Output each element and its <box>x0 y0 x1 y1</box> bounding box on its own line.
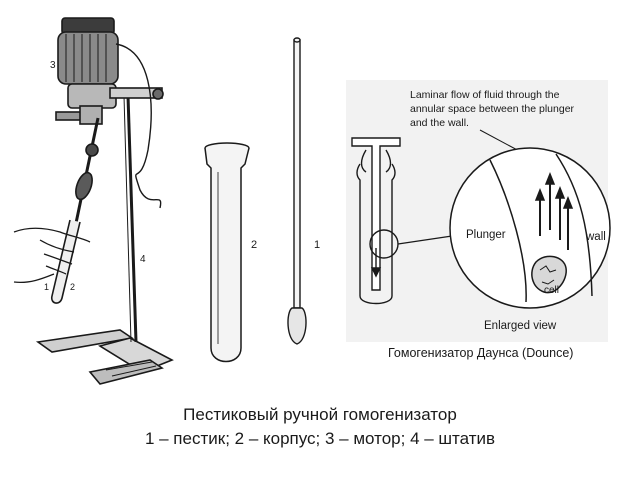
label-motor-number: 3 <box>50 60 56 71</box>
stand-rod <box>123 95 138 343</box>
label-hand-tube-number: 2 <box>70 282 75 292</box>
cell-label: cell <box>544 285 559 296</box>
pestle <box>287 37 307 345</box>
power-cord <box>115 43 162 209</box>
dounce-small <box>351 137 401 305</box>
wall-label: wall <box>585 231 606 243</box>
figure-caption: Пестиковый ручной гомогенизатор 1 – пест… <box>0 403 640 451</box>
plunger-label: Plunger <box>466 229 506 241</box>
label-pestle-number: 1 <box>314 239 320 251</box>
dounce-caption: Гомогенизатор Даунса (Dounce) <box>388 346 574 360</box>
stand-base <box>35 329 174 385</box>
dounce-note-line1: Laminar flow of fluid through the <box>410 89 560 101</box>
hand <box>13 227 91 284</box>
label-stand-number: 4 <box>140 254 146 265</box>
tube-body <box>204 142 250 363</box>
enlarged-view <box>449 147 611 309</box>
dounce-note-line2: annular space between the plunger <box>410 103 575 115</box>
enlarged-view-label: Enlarged view <box>484 320 557 332</box>
label-hand-pestle-number: 1 <box>44 282 49 292</box>
stand-homogenizer <box>13 17 174 385</box>
caption-legend: 1 – пестик; 2 – корпус; 3 – мотор; 4 – ш… <box>144 429 496 448</box>
zoom-connector <box>397 235 453 245</box>
motor <box>57 17 164 109</box>
label-tube-number: 2 <box>251 239 257 251</box>
caption-title: Пестиковый ручной гомогенизатор <box>183 405 457 424</box>
dounce-note-line3: and the wall. <box>410 117 469 129</box>
